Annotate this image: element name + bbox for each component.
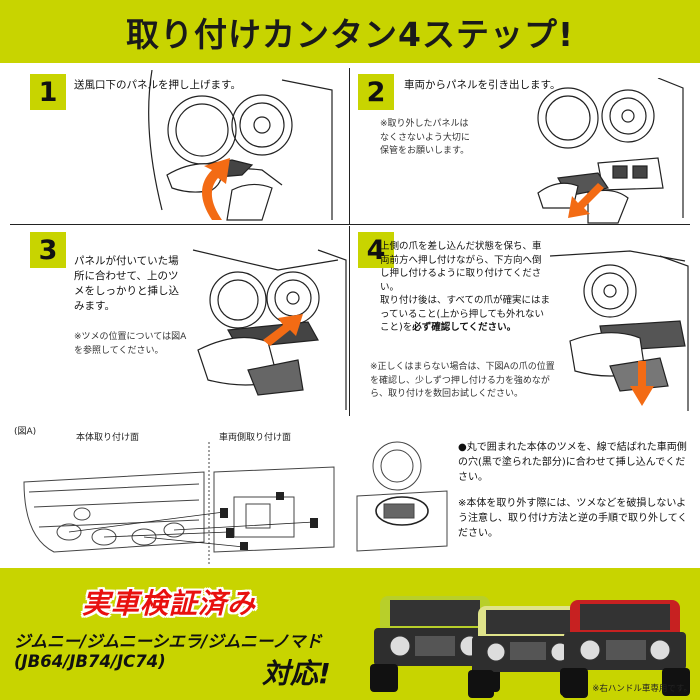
arrow-down-left-icon: [568, 183, 604, 218]
red-car-icon: [560, 600, 690, 696]
page-title: 取り付けカンタン4ステップ!: [125, 14, 574, 54]
footer-banner: 実車検証済み ジムニー/ジムニーシエラ/ジムニーノマド (JB64/JB74/J…: [0, 568, 700, 700]
steps-grid: 1 送風口下のパネルを押し上げます。 2 車両からパネルを引き出します。 ※取り…: [10, 68, 690, 418]
step-4-text-a: 上側の爪を差し込んだ状態を保ち、車両前方へ押し付けながら、下方向へ倒し押し付ける…: [380, 241, 542, 293]
model-codes: (JB64/JB74/JC74): [14, 652, 166, 671]
diagram-body-surface-label: 本体取り付け面: [76, 433, 140, 443]
step-number-1: 1: [30, 74, 66, 110]
arrow-up-icon: [202, 158, 230, 220]
step-4-text-c: 必ず確認してください。: [412, 322, 517, 333]
diagram-vehicle-surface-label: 車両側取り付け面: [219, 433, 292, 443]
title-banner: 取り付けカンタン4ステップ!: [0, 0, 700, 63]
step-3-text: パネルが付いていた場所に合わせて、上のツメをしっかりと挿し込みます。: [74, 255, 179, 312]
step-1: 1 送風口下のパネルを押し上げます。: [10, 68, 350, 225]
step-2-text: 車両からパネルを引き出します。: [404, 79, 561, 91]
vehicles-image: [370, 596, 690, 698]
diagram-removal-note: ※本体を取り外す際には、ツメなどを破損しないよう注意し、取り付け方法と逆の手順で…: [458, 498, 688, 539]
step-2: 2 車両からパネルを引き出します。 ※取り外したパネルはなくさないよう大切に保管…: [350, 68, 690, 225]
arrow-down-icon: [630, 361, 654, 406]
verified-badge: 実車検証済み: [82, 587, 257, 620]
diagram-dashboard-illustration: [356, 441, 448, 552]
step-4-note: ※正しくはまらない場合は、下図Aの爪の位置を確認し、少しずつ押し付ける力を強めな…: [370, 362, 555, 399]
diagram-a-illustration: [23, 442, 335, 566]
supported-label: 対応!: [262, 657, 331, 690]
step-number-2: 2: [358, 74, 394, 110]
compatible-models: ジムニー/ジムニーシエラ/ジムニーノマド: [14, 632, 322, 651]
step-3: 3 パネルが付いていた場所に合わせて、上のツメをしっかりと挿し込みます。 ※ツメ…: [10, 226, 350, 416]
step-1-illustration: [148, 70, 333, 221]
step-1-text: 送風口下のパネルを押し上げます。: [74, 79, 241, 91]
step-4-text: 上側の爪を差し込んだ状態を保ち、車両前方へ押し付けながら、下方向へ倒し押し付ける…: [380, 240, 550, 335]
step-number-4: 4: [358, 232, 394, 268]
step-number-3: 3: [30, 232, 66, 268]
arrow-up-right-icon: [263, 314, 303, 346]
diagram-label: (図A): [14, 427, 37, 437]
rhd-footnote: ※右ハンドル車専用です。: [592, 684, 692, 694]
step-2-illustration: [537, 78, 684, 224]
step-4-illustration: [550, 250, 689, 411]
step-2-note: ※取り外したパネルはなくさないよう大切に保管をお願いします。: [380, 119, 470, 156]
step-4: 4 上側の爪を差し込んだ状態を保ち、車両前方へ押し付けながら、下方向へ倒し押し付…: [350, 226, 690, 416]
step-3-note: ※ツメの位置については図Aを参照してください。: [74, 332, 187, 356]
step-3-illustration: [192, 249, 347, 410]
diagram-instruction: ●丸で囲まれた本体のツメを、線で結ばれた車両側の穴(黒で塗られた部分)に合わせて…: [458, 442, 687, 483]
step-4-text-b: 取り付け後は、すべての爪が確実にはまっていること(上から押しても外れないこと)を: [380, 295, 550, 333]
diagram-a: (図A) 本体取り付け面 車両側取り付け面: [14, 424, 694, 566]
